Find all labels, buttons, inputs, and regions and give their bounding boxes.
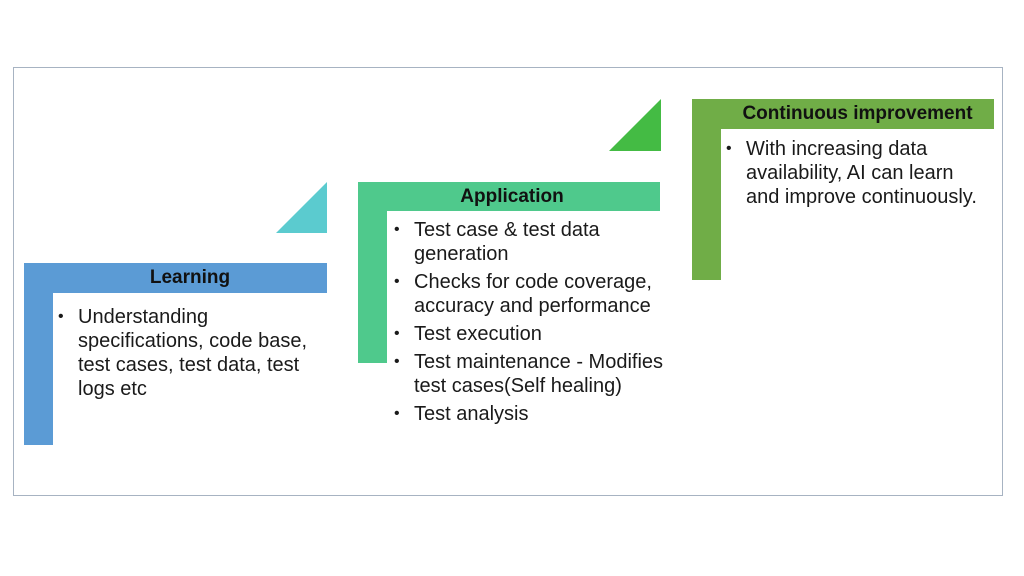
diagram-frame [13,67,1003,496]
application-list: Test case & test data generation Checks … [392,218,664,430]
learning-title: Learning [149,267,231,288]
continuous-list: With increasing data availability, AI ca… [724,137,984,213]
step-triangle-2 [609,99,661,151]
list-item: Test case & test data generation [392,218,664,266]
learning-side-bar [24,293,53,445]
list-item: Understanding specifications, code base,… [56,305,316,401]
learning-header-bar [24,263,327,293]
list-item: Test analysis [392,402,664,426]
application-side-bar [358,211,387,363]
application-header-bar [358,182,660,211]
learning-list: Understanding specifications, code base,… [56,305,316,405]
continuous-header-bar [692,99,994,129]
application-title: Application [460,185,564,207]
list-item: Test maintenance - Modifies test cases(S… [392,350,664,398]
list-item: Test execution [392,322,664,346]
continuous-title: Continuous improvement [742,103,973,124]
list-item: Checks for code coverage, accuracy and p… [392,270,664,318]
list-item: With increasing data availability, AI ca… [724,137,984,209]
continuous-side-bar [692,129,721,280]
step-triangle-1 [276,182,327,233]
